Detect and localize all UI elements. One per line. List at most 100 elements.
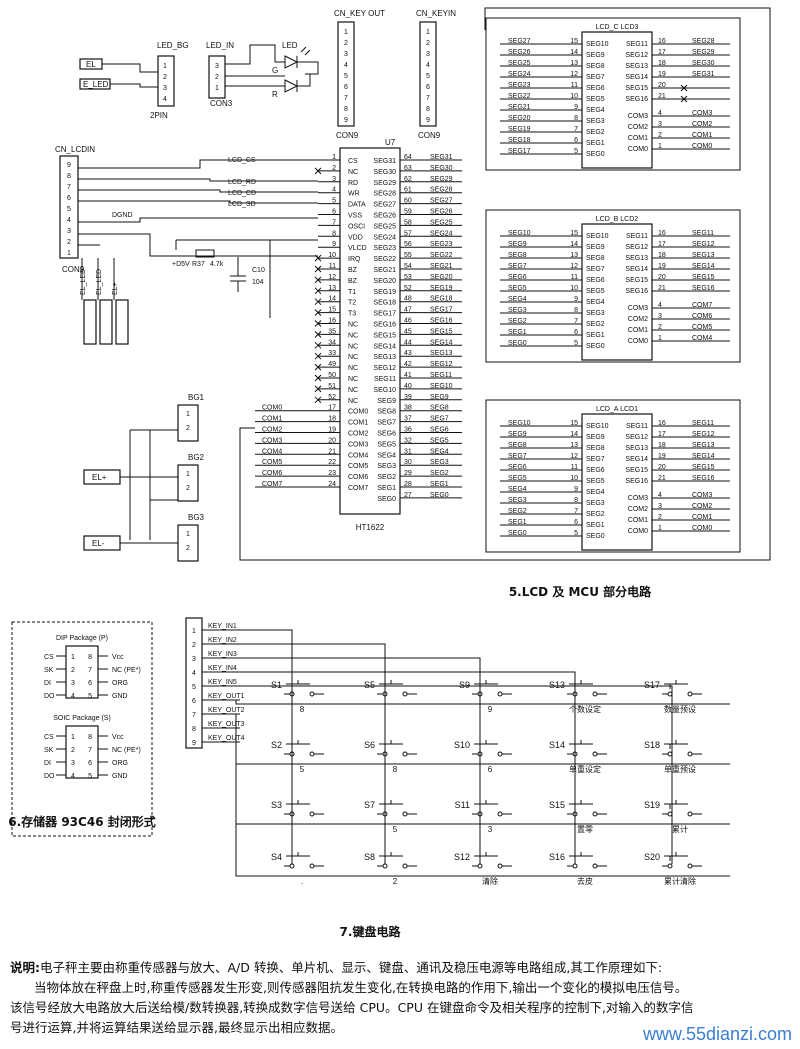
lcd-net-label: SEG30 bbox=[692, 60, 715, 67]
mcu-pin-number: 48 bbox=[404, 296, 412, 303]
mcu-pin-number: 17 bbox=[328, 405, 336, 412]
pin-number: 7 bbox=[192, 712, 196, 719]
mcu-pin-name: SEG24 bbox=[373, 234, 396, 241]
lcd-pin-number: 15 bbox=[570, 38, 578, 45]
mcu-net-label: SEG10 bbox=[430, 383, 453, 390]
lcd-pin-name: COM2 bbox=[628, 506, 648, 513]
key-switch-s16 bbox=[569, 852, 598, 869]
lcd-pin-name: SEG5 bbox=[586, 288, 605, 295]
memory-package-title: SOIC Package (S) bbox=[53, 715, 111, 722]
wire bbox=[78, 189, 318, 193]
lcd-pin-number: 2 bbox=[658, 132, 662, 139]
resistor-label: R37 bbox=[192, 261, 205, 268]
lcd-pin-name: SEG12 bbox=[625, 52, 648, 59]
lcd-pin-name: COM0 bbox=[628, 338, 648, 345]
row-bus bbox=[235, 713, 730, 765]
switch-key-label: 8 bbox=[393, 765, 398, 774]
mcu-pin-name: RD bbox=[348, 180, 358, 187]
mcu-pin-number: 58 bbox=[404, 219, 412, 226]
switch-actuator bbox=[664, 800, 688, 809]
lcd-net-label: SEG4 bbox=[508, 486, 527, 493]
mcu-pin-number: 10 bbox=[328, 252, 336, 259]
lcd-pin-name: COM2 bbox=[628, 316, 648, 323]
switch-ref: S14 bbox=[549, 740, 565, 750]
com-net-label: COM2 bbox=[262, 427, 282, 434]
lcd-pin-number: 6 bbox=[574, 329, 578, 336]
mcu-pin-number: 49 bbox=[328, 361, 336, 368]
lcd-pin-name: COM1 bbox=[628, 135, 648, 142]
switch-contact bbox=[402, 811, 408, 817]
pin-number: 4 bbox=[67, 217, 71, 224]
pin-number: 5 bbox=[192, 684, 196, 691]
switch-ref: S1 bbox=[271, 680, 282, 690]
mcu-net-label: SEG4 bbox=[430, 448, 449, 455]
switch-key-label: 8 bbox=[300, 705, 305, 714]
mcu-pin-number: 29 bbox=[404, 470, 412, 477]
lcd-pin-name: COM3 bbox=[628, 113, 648, 120]
column-bus bbox=[240, 671, 576, 864]
wire bbox=[102, 63, 158, 73]
no-connect-mark bbox=[314, 396, 322, 404]
lcd-net-label: COM1 bbox=[692, 514, 712, 521]
mcu-pin-name: COM6 bbox=[348, 474, 368, 481]
bg-label: BG1 bbox=[188, 393, 205, 402]
no-connect-mark bbox=[314, 341, 322, 349]
pin-number: 8 bbox=[192, 726, 196, 733]
mcu-net-label: SEG16 bbox=[430, 318, 453, 325]
lcd-pin-name: SEG4 bbox=[586, 107, 605, 114]
key-net-label: KEY_IN3 bbox=[208, 651, 237, 658]
mcu-pin-number: 18 bbox=[328, 416, 336, 423]
mcu-pin-name: BZ bbox=[348, 267, 358, 274]
caption-lcd-mcu: 5.LCD 及 MCU 部分电路 bbox=[509, 584, 652, 599]
lcd-pin-name: SEG13 bbox=[625, 63, 648, 70]
lcd-group-frame bbox=[485, 17, 741, 171]
switch-actuator bbox=[664, 740, 688, 749]
leg-label: EL+ bbox=[112, 282, 119, 295]
mcu-pin-number: 14 bbox=[328, 296, 336, 303]
mcu-pin-name: SEG13 bbox=[373, 354, 396, 361]
mcu-net-label: SEG20 bbox=[430, 274, 453, 281]
mcu-pin-number: 62 bbox=[404, 176, 412, 183]
no-connect-mark bbox=[314, 276, 322, 284]
mcu-net-label: SEG25 bbox=[430, 219, 453, 226]
no-connect-mark bbox=[314, 287, 322, 295]
lcd-pin-number: 20 bbox=[658, 82, 666, 89]
connector-sub: CON9 bbox=[418, 131, 441, 140]
switch-actuator bbox=[569, 740, 593, 749]
no-connect-mark bbox=[314, 167, 322, 175]
mcu-pin-number: 24 bbox=[328, 481, 336, 488]
switch-key-label: 清除 bbox=[482, 876, 498, 886]
memory-pin-number: 8 bbox=[88, 734, 92, 741]
mcu-pin-name: SEG19 bbox=[373, 289, 396, 296]
com-net-label: COM0 bbox=[262, 405, 282, 412]
lcd-pin-name: SEG6 bbox=[586, 85, 605, 92]
com-net-label: COM5 bbox=[262, 459, 282, 466]
wire bbox=[297, 74, 311, 87]
switch-contact bbox=[592, 863, 598, 869]
mcu-pin-number: 23 bbox=[328, 470, 336, 477]
lcd-net-label: SEG14 bbox=[692, 263, 715, 270]
lcd-pin-name: SEG15 bbox=[625, 85, 648, 92]
lcd-pin-name: SEG1 bbox=[586, 140, 605, 147]
switch-key-label: 5 bbox=[300, 765, 305, 774]
mcu-pin-number: 27 bbox=[404, 492, 412, 499]
lcd-pin-number: 3 bbox=[658, 121, 662, 128]
led-r-label: R bbox=[272, 90, 278, 99]
switch-contact bbox=[497, 691, 503, 697]
lcd-pin-name: COM3 bbox=[628, 495, 648, 502]
pin-number: 1 bbox=[426, 29, 430, 36]
lcd-pin-number: 13 bbox=[570, 60, 578, 67]
lcd-group-frame bbox=[485, 209, 741, 363]
lcd-net-label: SEG1 bbox=[508, 519, 527, 526]
lcd-pin-number: 19 bbox=[658, 263, 666, 270]
row-bus bbox=[235, 741, 730, 877]
mcu-pin-name: SEG20 bbox=[373, 278, 396, 285]
lcd-pin-number: 4 bbox=[658, 492, 662, 499]
lcd-pin-name: SEG6 bbox=[586, 467, 605, 474]
no-connect-mark bbox=[314, 374, 322, 382]
switch-actuator bbox=[286, 852, 310, 861]
com-net-label: COM6 bbox=[262, 470, 282, 477]
pin-number: 5 bbox=[67, 206, 71, 213]
memory-pin-number: 7 bbox=[88, 667, 92, 674]
lcd-net-label: SEG11 bbox=[692, 420, 714, 427]
